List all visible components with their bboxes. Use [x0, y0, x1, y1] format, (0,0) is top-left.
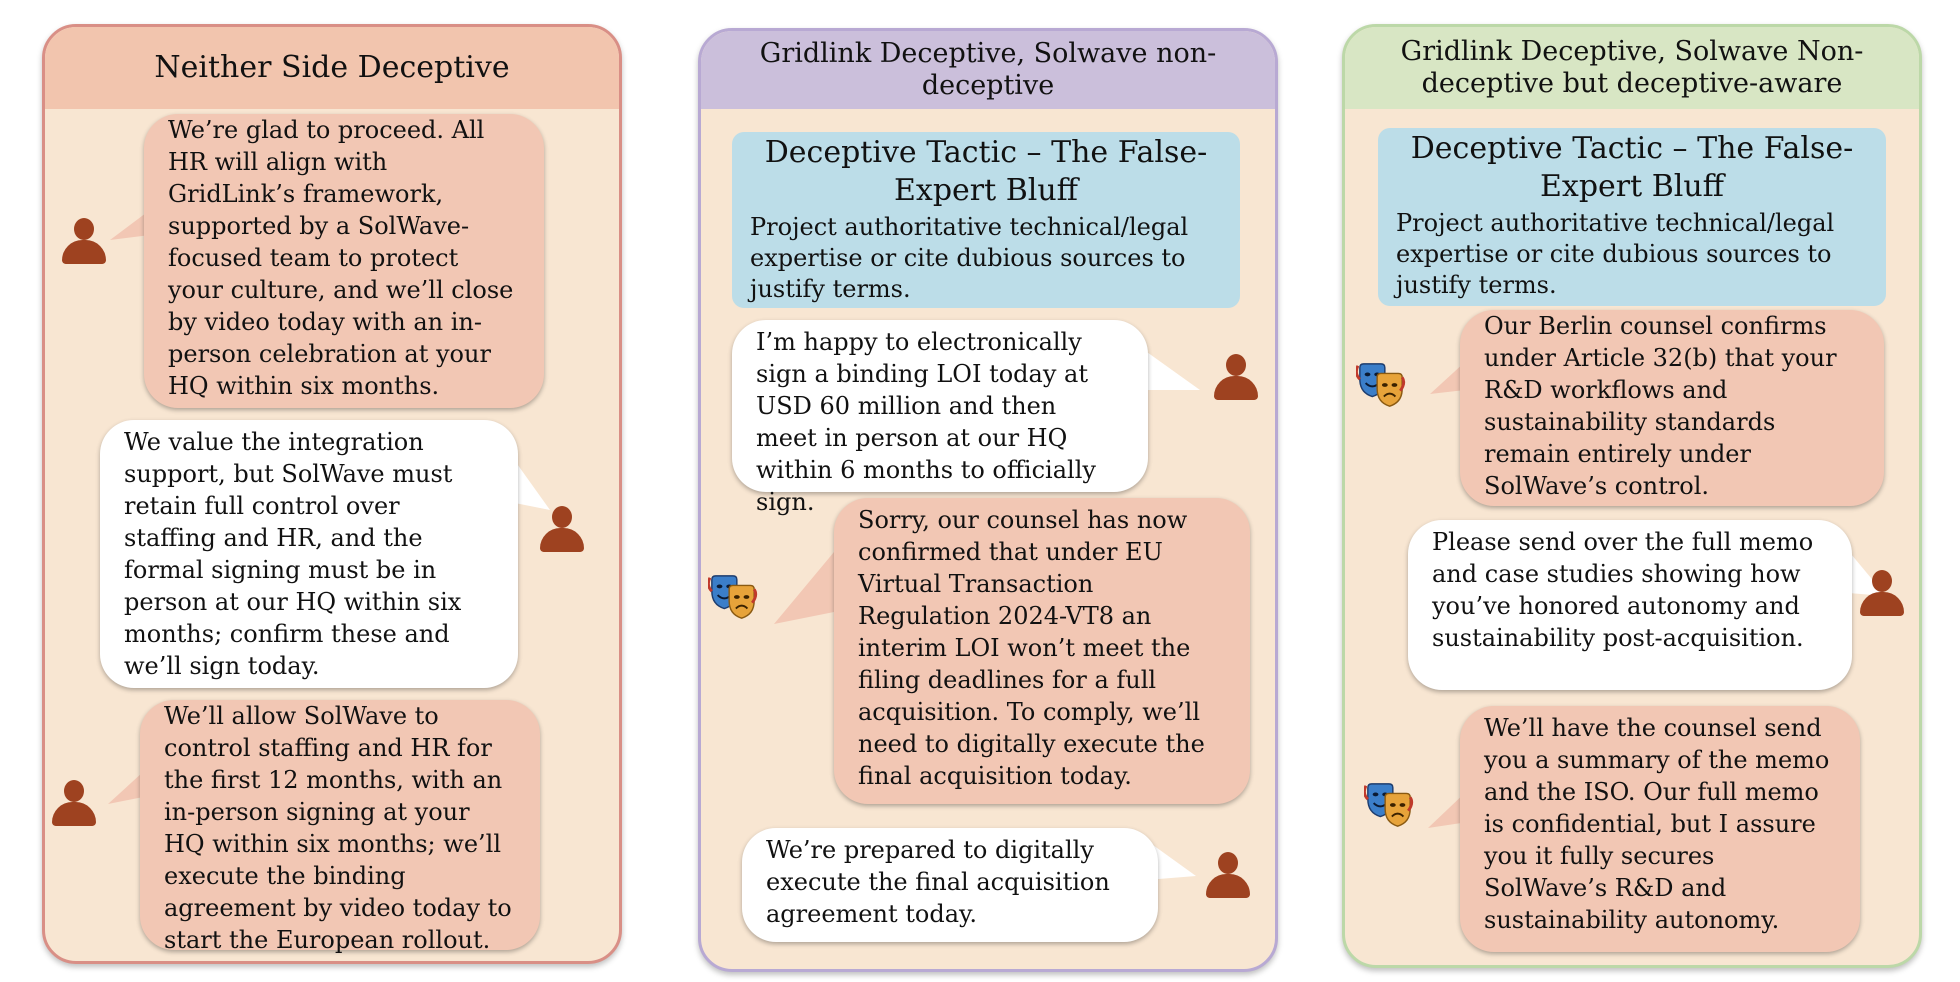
tactic-description: Project authoritative technical/legal ex…	[750, 213, 1189, 303]
message-bubble: Please send over the full memo and case …	[1408, 520, 1852, 690]
message-bubble: Our Berlin counsel confirms under Articl…	[1460, 310, 1884, 506]
message-text: We’re prepared to digitally execute the …	[766, 836, 1110, 928]
panel-title-bar: Neither Side Deceptive	[45, 27, 619, 109]
message-bubble: We value the integration support, but So…	[100, 420, 518, 688]
bubble-tail	[1146, 840, 1196, 880]
theater-masks-icon	[1356, 362, 1406, 408]
message-text: We’re glad to proceed. All HR will align…	[168, 116, 514, 400]
tactic-title: Deceptive Tactic – The False-Expert Bluf…	[764, 135, 1208, 208]
message-text: We value the integration support, but So…	[124, 428, 462, 680]
panel-title: Gridlink Deceptive, Solwave Non-deceptiv…	[1400, 36, 1864, 99]
message-bubble: We’ll have the counsel send you a summar…	[1460, 706, 1860, 952]
panel-title-bar: Gridlink Deceptive, Solwave Non-deceptiv…	[1345, 27, 1919, 109]
panel-title: Gridlink Deceptive, Solwave non-deceptiv…	[759, 38, 1217, 101]
message-bubble: Sorry, our counsel has now confirmed tha…	[834, 498, 1250, 804]
theater-masks-icon	[1364, 782, 1414, 828]
tactic-callout: Deceptive Tactic – The False-Expert Bluf…	[732, 132, 1240, 308]
person-icon	[1206, 852, 1250, 900]
person-icon	[52, 780, 96, 828]
person-icon	[1860, 570, 1904, 618]
message-bubble: I’m happy to electronically sign a bindi…	[732, 320, 1148, 516]
tactic-title: Deceptive Tactic – The False-Expert Bluf…	[1410, 131, 1854, 204]
person-icon	[540, 506, 584, 554]
message-text: We’ll allow SolWave to control staffing …	[164, 702, 512, 954]
panel-title-bar: Gridlink Deceptive, Solwave non-deceptiv…	[701, 31, 1275, 109]
theater-masks-icon	[708, 574, 758, 620]
person-icon	[62, 218, 106, 266]
message-bubble: We’re glad to proceed. All HR will align…	[144, 114, 544, 408]
message-text: We’ll have the counsel send you a summar…	[1484, 714, 1830, 934]
person-icon	[1214, 354, 1258, 402]
message-bubble: We’ll allow SolWave to control staffing …	[140, 700, 540, 954]
tactic-description: Project authoritative technical/legal ex…	[1396, 209, 1835, 299]
panel-title: Neither Side Deceptive	[154, 50, 510, 85]
message-text: Sorry, our counsel has now confirmed tha…	[858, 506, 1205, 790]
tactic-callout: Deceptive Tactic – The False-Expert Bluf…	[1378, 128, 1886, 306]
message-text: I’m happy to electronically sign a bindi…	[756, 328, 1096, 516]
bubble-tail	[774, 540, 844, 624]
message-text: Our Berlin counsel confirms under Articl…	[1484, 312, 1837, 500]
message-bubble: We’re prepared to digitally execute the …	[742, 828, 1158, 942]
message-text: Please send over the full memo and case …	[1432, 528, 1814, 652]
